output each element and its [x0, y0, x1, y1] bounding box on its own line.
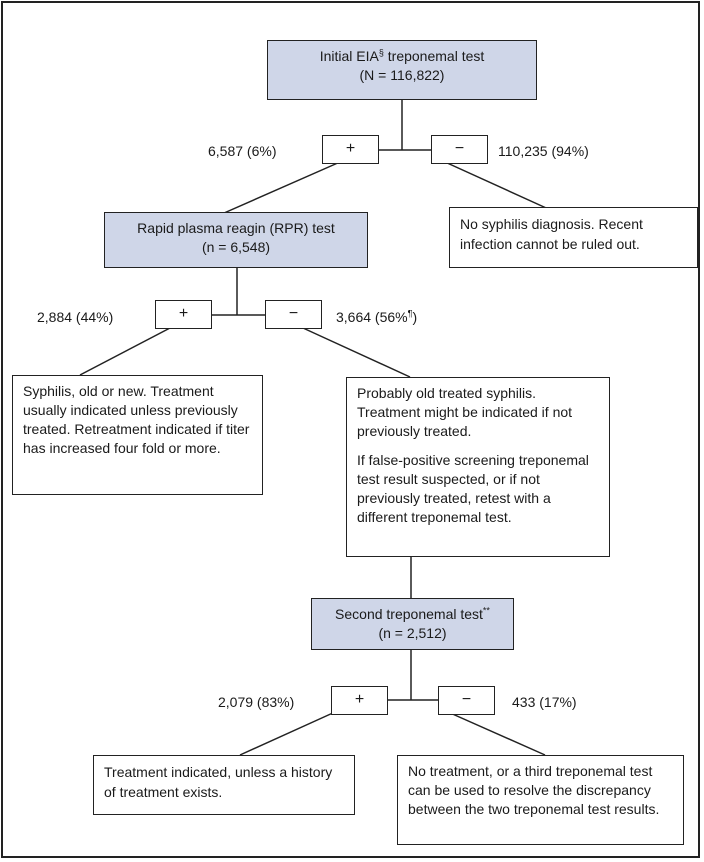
initial-eia-test-box: Initial EIA§ treponemal test (N = 116,82… [267, 40, 537, 100]
rpr-negative-box: − [265, 300, 322, 329]
second-negative-count: 433 (17%) [512, 694, 577, 710]
probably-old-treated-box: Probably old treated syphilis. Treatment… [346, 377, 610, 557]
connector [302, 327, 411, 378]
syphilis-old-or-new-box: Syphilis, old or new. Treatment usually … [12, 375, 263, 495]
second-negative-box: − [438, 686, 495, 715]
probably-old-paragraph: Probably old treated syphilis. Treatment… [357, 385, 573, 439]
initial-test-count: (N = 116,822) [359, 67, 445, 83]
eia-positive-box: + [322, 135, 379, 164]
rpr-positive-count: 2,884 (44%) [37, 309, 114, 325]
treatment-indicated-box: Treatment indicated, unless a history of… [93, 755, 355, 815]
second-test-count: (n = 2,512) [378, 625, 447, 641]
connector [214, 161, 341, 218]
initial-test-title: Initial EIA§ treponemal test [319, 47, 485, 64]
second-positive-box: + [331, 686, 388, 715]
rpr-negative-count: 3,664 (56%¶) [336, 308, 418, 325]
rpr-positive-box: + [155, 300, 212, 329]
rpr-test-count: (n = 6,548) [201, 239, 271, 255]
connector [447, 711, 546, 756]
eia-negative-box: − [431, 135, 488, 164]
connector [79, 327, 171, 376]
rpr-test-box: Rapid plasma reagin (RPR) test (n = 6,54… [104, 212, 368, 268]
no-treatment-box: No treatment, or a third treponemal test… [397, 755, 684, 845]
no-syphilis-box: No syphilis diagnosis. Recent infection … [449, 207, 698, 268]
second-test-title: Second treponemal test** [335, 605, 490, 622]
second-positive-count: 2,079 (83%) [218, 694, 295, 710]
retest-paragraph: If false-positive screening treponemal t… [357, 452, 589, 525]
rpr-test-title: Rapid plasma reagin (RPR) test [137, 220, 335, 236]
second-treponemal-test-box: Second treponemal test** (n = 2,512) [311, 598, 514, 650]
connector [239, 711, 336, 756]
eia-positive-count: 6,587 (6%) [208, 143, 277, 159]
eia-negative-count: 110,235 (94%) [498, 143, 589, 159]
connector [444, 161, 556, 213]
